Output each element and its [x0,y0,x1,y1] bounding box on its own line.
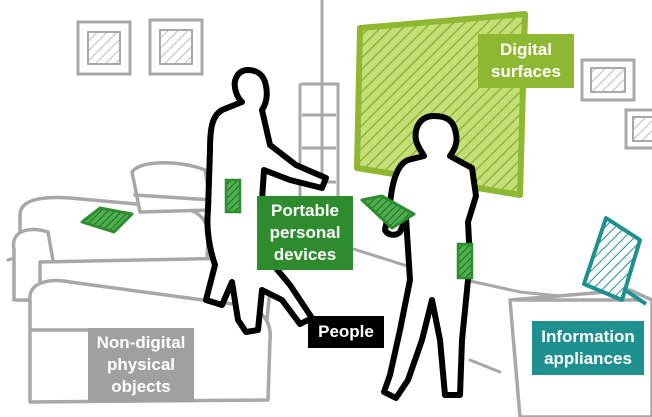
label-digital-surfaces-line-2: surfaces [491,62,561,81]
wall-pictures [76,18,652,150]
label-digital-surfaces: Digital surfaces [478,34,574,88]
label-non-digital-line-1: Non-digital [96,333,186,352]
label-people-text: People [318,322,374,341]
label-info-appliances-line-1: Information [541,327,635,346]
label-non-digital-line-3: objects [111,377,171,396]
information-appliance-device [582,216,648,306]
label-people: People [308,316,384,348]
label-non-digital-line-2: physical [106,355,176,374]
person-standing [360,113,479,401]
label-portable-line-2: personal [269,223,341,242]
label-information-appliances: Information appliances [532,321,644,375]
label-digital-surfaces-line-1: Digital [500,40,552,59]
label-portable-personal-devices: Portable personal devices [257,196,353,270]
person-walking [203,67,329,335]
couch-tablet [80,206,134,234]
label-portable-line-1: Portable [270,201,340,220]
label-portable-line-3: devices [273,245,337,264]
label-non-digital-physical-objects: Non-digital physical objects [88,328,194,402]
label-info-appliances-line-2: appliances [544,349,632,368]
